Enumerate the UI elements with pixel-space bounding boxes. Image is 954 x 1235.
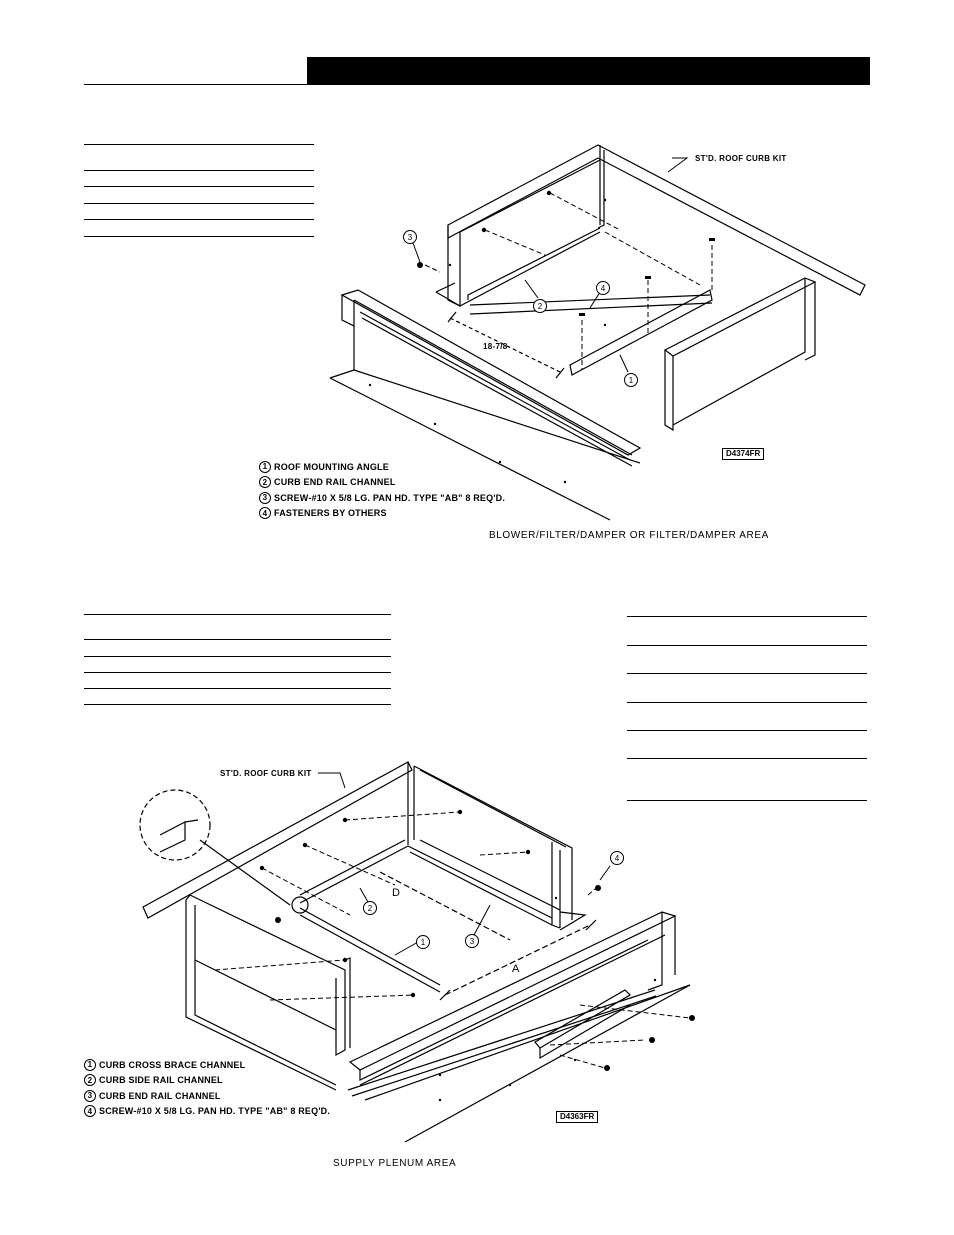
fig1-drawing-code: D4374FR <box>722 448 765 460</box>
fig2-callout-2: 2 <box>368 904 373 913</box>
fig1-dimension: 18-7/8 <box>483 342 508 351</box>
fig2-callout-4: 4 <box>615 854 620 863</box>
fig1-callout-2: 2 <box>538 302 543 311</box>
fig1-kit-label: ST'D. ROOF CURB KIT <box>695 154 787 163</box>
fig1-callout-3: 3 <box>408 233 413 242</box>
fig2-dimension-d: D <box>392 887 400 899</box>
fig2-kit-label: ST'D. ROOF CURB KIT <box>220 769 312 778</box>
fig1-caption: BLOWER/FILTER/DAMPER OR FILTER/DAMPER AR… <box>489 530 769 541</box>
header-rule <box>84 84 308 85</box>
fig2-drawing-code: D4363FR <box>556 1111 599 1123</box>
fig1-callout-4: 4 <box>601 284 606 293</box>
fig1-callout-1: 1 <box>629 376 634 385</box>
header-bar <box>307 57 870 85</box>
fig2-callout-3: 3 <box>470 937 475 946</box>
fig2-caption: SUPPLY PLENUM AREA <box>333 1158 457 1169</box>
fig2-callout-1: 1 <box>421 938 426 947</box>
fig2-dimension-a: A <box>512 963 520 975</box>
